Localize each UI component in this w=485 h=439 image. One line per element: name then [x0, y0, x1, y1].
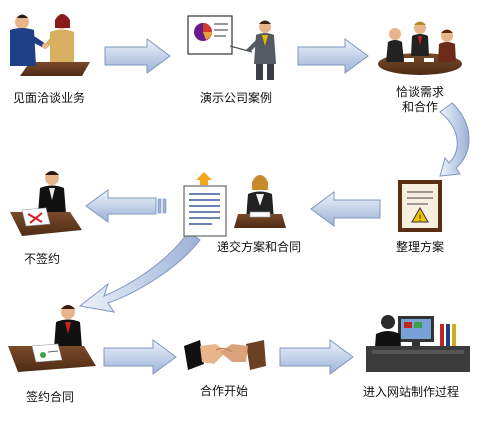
step-meet-label: 见面洽谈业务	[12, 91, 85, 105]
sign-illustration	[8, 305, 96, 372]
meet-illustration	[10, 14, 90, 76]
present-illustration	[187, 15, 276, 80]
step-nosign-label: 不签约	[23, 252, 60, 266]
step-submit-label: 递交方案和合同	[216, 240, 301, 254]
organize-illustration: !	[398, 180, 442, 232]
step-present-label: 演示公司案例	[199, 91, 272, 105]
step-organize-label: 整理方案	[395, 240, 444, 254]
arrow-start-to-build	[279, 339, 354, 375]
arrow-present-to-negotiate	[297, 38, 369, 74]
arrow-sign-to-start	[103, 339, 177, 375]
arrow-organize-to-submit	[310, 191, 381, 227]
arrow-submit-to-nosign	[85, 189, 167, 223]
nosign-illustration	[10, 171, 82, 236]
arrow-negotiate-to-organize	[439, 102, 470, 177]
step-negotiate-line2: 和合作	[401, 100, 438, 114]
submit-illustration	[183, 172, 286, 237]
start-illustration	[184, 340, 266, 370]
negotiate-illustration	[378, 21, 462, 75]
step-sign-label: 签约合同	[25, 390, 74, 404]
step-start-label: 合作开始	[199, 384, 248, 398]
build-illustration	[366, 315, 470, 372]
step-negotiate-line1: 恰谈需求	[395, 85, 444, 99]
svg-text:!: !	[418, 214, 422, 224]
arrow-submit-to-sign	[78, 231, 201, 313]
arrow-meet-to-present	[104, 38, 171, 74]
step-negotiate-label: 恰谈需求 和合作	[378, 85, 462, 115]
step-build-label: 进入网站制作过程	[362, 385, 459, 399]
